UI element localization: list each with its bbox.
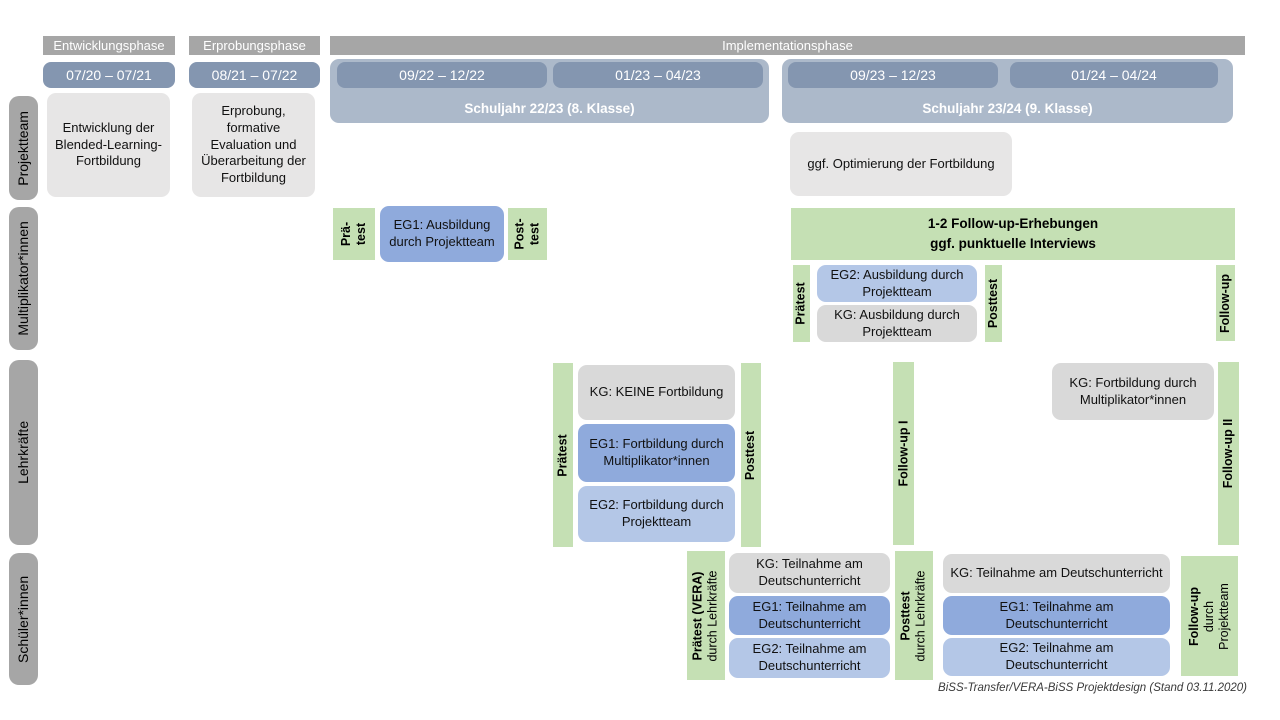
- followup-label-multiplikatoren: Follow-up: [1216, 265, 1235, 341]
- sidebar-row-projektteam-label: Projektteam: [15, 110, 32, 186]
- school-year-label-23-24: Schuljahr 23/24 (9. Klasse): [922, 101, 1093, 116]
- sidebar-row-projektteam: Projektteam: [9, 96, 38, 200]
- praetest-line2: test: [353, 222, 368, 246]
- box-kg-keine-fortbildung: KG: KEINE Fortbildung: [578, 365, 735, 420]
- box-optimierung-fortbildung: ggf. Optimierung der Fortbildung: [790, 132, 1012, 196]
- box-kg-fortbildung-multiplikatoren: KG: Fortbildung durch Multiplikator*inne…: [1052, 363, 1214, 420]
- followup1-label-lehrkraefte: Follow-up I: [893, 362, 914, 545]
- followup-erhebungen-line1: 1-2 Follow-up-Erhebungen: [927, 215, 1099, 231]
- phase-bar-erprobungsphase: Erprobungsphase: [189, 36, 320, 55]
- praetest-label-multiplikatoren: Prä- test: [333, 208, 375, 260]
- posttest2-label-multiplikatoren: Posttest: [985, 265, 1002, 342]
- posttest-label-multiplikatoren: Post- test: [508, 208, 547, 260]
- posttest-line2: test: [527, 222, 542, 246]
- box-eg2-teilnahme-deutsch-2: EG2: Teilnahme am Deutschunterricht: [943, 638, 1170, 676]
- sidebar-row-lehrkraefte-label: Lehrkräfte: [15, 420, 32, 485]
- posttest-schueler-line1: Posttest: [899, 590, 913, 641]
- phase-bar-entwicklungsphase: Entwicklungsphase: [43, 36, 175, 55]
- posttest2-text: Posttest: [986, 278, 1001, 329]
- followup-projektteam-label-schueler: Follow-up durch Projektteam: [1181, 556, 1238, 676]
- box-eg1-teilnahme-deutsch-2: EG1: Teilnahme am Deutschunterricht: [943, 596, 1170, 635]
- box-eg1-fortbildung-multiplikatoren: EG1: Fortbildung durch Multiplikator*inn…: [578, 424, 735, 482]
- sidebar-row-multiplikatoren: Multiplikator*innen: [9, 207, 38, 350]
- posttest-line1: Post-: [512, 218, 527, 250]
- school-year-label-22-23: Schuljahr 22/23 (8. Klasse): [464, 101, 635, 116]
- posttest-lehrkraefte-text: Posttest: [743, 430, 758, 480]
- praetest-lehrkraefte-text: Prätest: [555, 433, 570, 477]
- posttest-label-schueler: Posttest durch Lehrkräfte: [895, 551, 933, 680]
- sidebar-row-schueler-label: Schüler*innen: [15, 575, 32, 663]
- posttest-label-lehrkraefte: Posttest: [741, 363, 761, 547]
- praetest-label-lehrkraefte: Prätest: [553, 363, 573, 547]
- sidebar-row-schueler: Schüler*innen: [9, 553, 38, 685]
- posttest-schueler-line2: durch Lehrkräfte: [914, 569, 928, 662]
- date-bar-0124-0424: 01/24 – 04/24: [1010, 62, 1218, 88]
- praetest2-label-multiplikatoren: Prätest: [793, 265, 810, 342]
- date-bar-0821-0722: 08/21 – 07/22: [189, 62, 320, 88]
- date-bar-0923-1223: 09/23 – 12/23: [788, 62, 998, 88]
- praetest-line1: Prä-: [338, 221, 353, 247]
- praetest-vera-label-schueler: Prätest (VERA) durch Lehrkräfte: [687, 551, 725, 680]
- praetest-vera-line2: durch Lehrkräfte: [706, 569, 720, 662]
- followup-schueler-line2: durch: [1202, 600, 1217, 632]
- followup-text: Follow-up: [1218, 273, 1233, 333]
- box-kg-ausbildung-projektteam: KG: Ausbildung durch Projektteam: [817, 305, 977, 342]
- sidebar-row-lehrkraefte: Lehrkräfte: [9, 360, 38, 545]
- followup2-label-lehrkraefte: Follow-up II: [1218, 362, 1239, 545]
- box-eg1-teilnahme-deutsch-1: EG1: Teilnahme am Deutschunterricht: [729, 596, 890, 635]
- date-bar-0720-0721: 07/20 – 07/21: [43, 62, 175, 88]
- box-eg2-teilnahme-deutsch-1: EG2: Teilnahme am Deutschunterricht: [729, 638, 890, 678]
- box-kg-teilnahme-deutsch-2: KG: Teilnahme am Deutschunterricht: [943, 554, 1170, 593]
- box-eg2-fortbildung-projektteam: EG2: Fortbildung durch Projektteam: [578, 486, 735, 542]
- followup2-text: Follow-up II: [1221, 418, 1235, 489]
- date-bar-0123-0423: 01/23 – 04/23: [553, 62, 763, 88]
- box-entwicklung-fortbildung: Entwicklung der Blended-Learning-Fortbil…: [47, 93, 170, 197]
- date-bar-0922-1222: 09/22 – 12/22: [337, 62, 547, 88]
- diagram-caption: BiSS-Transfer/VERA-BiSS Projektdesign (S…: [938, 682, 1247, 694]
- followup-schueler-line3: Projektteam: [1217, 582, 1232, 650]
- box-eg1-ausbildung-projektteam: EG1: Ausbildung durch Projektteam: [380, 206, 504, 262]
- sidebar-row-multiplikatoren-label: Multiplikator*innen: [15, 221, 32, 336]
- box-erprobung-evaluation: Erprobung, formative Evaluation und Über…: [192, 93, 315, 197]
- followup-schueler-line1: Follow-up: [1187, 586, 1202, 646]
- box-followup-erhebungen: 1-2 Follow-up-Erhebungen ggf. punktuelle…: [791, 208, 1235, 260]
- phase-bar-implementationsphase: Implementationsphase: [330, 36, 1245, 55]
- followup-erhebungen-line2: ggf. punktuelle Interviews: [930, 236, 1096, 251]
- box-eg2-ausbildung-projektteam: EG2: Ausbildung durch Projektteam: [817, 265, 977, 302]
- box-kg-teilnahme-deutsch-1: KG: Teilnahme am Deutschunterricht: [729, 553, 890, 593]
- praetest2-text: Prätest: [794, 282, 809, 325]
- praetest-vera-line1: Prätest (VERA): [691, 571, 705, 660]
- followup1-text: Follow-up I: [896, 420, 910, 487]
